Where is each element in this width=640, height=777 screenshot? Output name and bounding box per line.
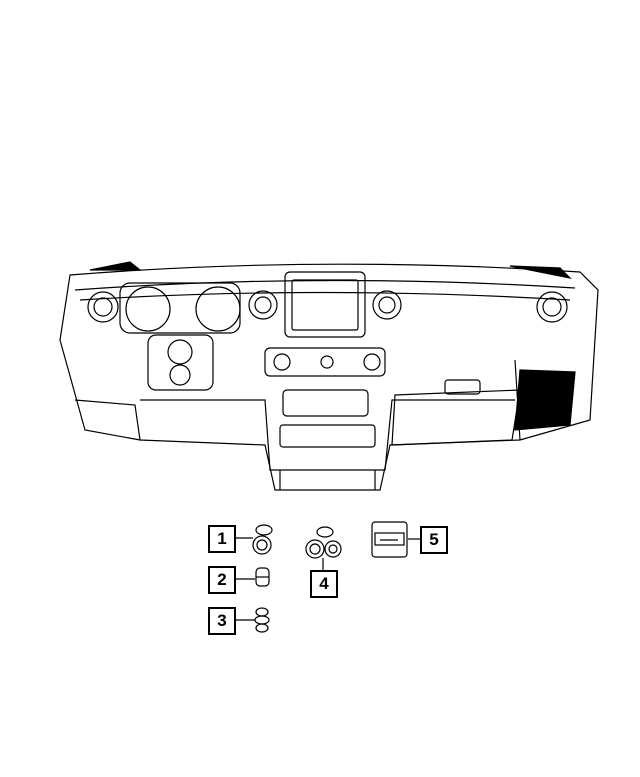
infotainment-screen (284, 271, 366, 338)
climate-controls (264, 347, 386, 448)
glove-box (391, 369, 576, 446)
part-1-illustration (252, 524, 273, 555)
callout-4: 4 (310, 570, 338, 598)
part-2-illustration (255, 567, 270, 587)
callout-3: 3 (208, 607, 236, 635)
air-vents (87, 290, 568, 323)
callout-1: 1 (208, 525, 236, 553)
part-4-illustration (305, 526, 342, 559)
leader-lines (236, 537, 420, 621)
part-5-illustration (371, 521, 408, 558)
instrument-cluster (119, 282, 241, 334)
callout-5: 5 (420, 526, 448, 554)
part-3-illustration (254, 607, 270, 633)
callout-2: 2 (208, 566, 236, 594)
dashboard-body (59, 261, 599, 491)
steering-column (147, 334, 214, 391)
